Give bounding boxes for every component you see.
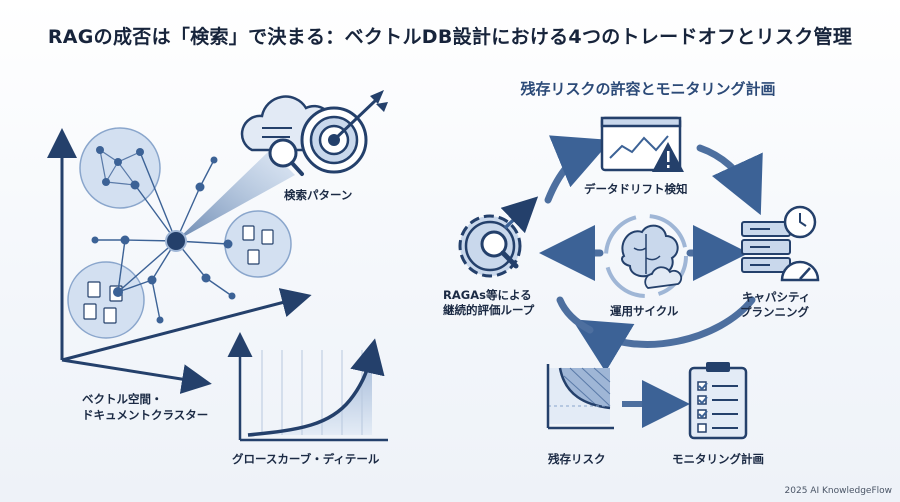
search-pattern-label: 検索パターン — [284, 188, 353, 202]
vector-space-axes — [47, 128, 312, 394]
residual-risk-label: 残存リスク — [548, 452, 606, 466]
target-icon — [300, 90, 388, 174]
document-cluster-right — [224, 210, 292, 278]
cycle-arrows — [539, 135, 763, 373]
warning-icon — [652, 142, 684, 172]
network-nodes — [91, 156, 236, 324]
brain-icon — [604, 214, 688, 298]
footer-credit: 2025 AI KnowledgeFlow — [784, 486, 892, 496]
gauge-icon — [780, 260, 820, 282]
residual-risk-chart — [546, 364, 614, 430]
gear-icon — [458, 196, 539, 278]
clock-icon — [783, 205, 817, 239]
capacity-label-line2: プランニング — [740, 305, 809, 319]
growth-curve-label: グロースカーブ・ディテール — [232, 452, 380, 466]
query-node — [165, 230, 187, 252]
clipboard-checklist-icon — [688, 362, 748, 440]
document-cluster-top — [79, 127, 161, 209]
section-subtitle: 残存リスクの許容とモニタリング計画 — [520, 80, 776, 98]
server-icon — [741, 221, 791, 273]
monitoring-plan-label: モニタリング計画 — [672, 452, 764, 466]
vector-space-label-line1: ベクトル空間・ — [82, 392, 163, 406]
page-title: RAGの成否は「検索」で決まる：ベクトルDB設計における4つのトレードオフとリス… — [47, 26, 853, 48]
ragas-label-line2: 継続的評価ループ — [443, 303, 535, 317]
magnifier-icon — [268, 138, 304, 176]
vector-space-label-line2: ドキュメントクラスター — [82, 408, 209, 422]
growth-curve-chart — [227, 332, 388, 442]
data-drift-label: データドリフト検知 — [584, 182, 688, 196]
document-cluster-bottom — [67, 261, 145, 339]
ops-cycle-label: 運用サイクル — [610, 304, 679, 318]
ragas-label-line1: RAGAs等による — [443, 288, 532, 302]
search-beam — [176, 150, 295, 241]
capacity-label-line1: キャパシティ — [742, 290, 811, 304]
